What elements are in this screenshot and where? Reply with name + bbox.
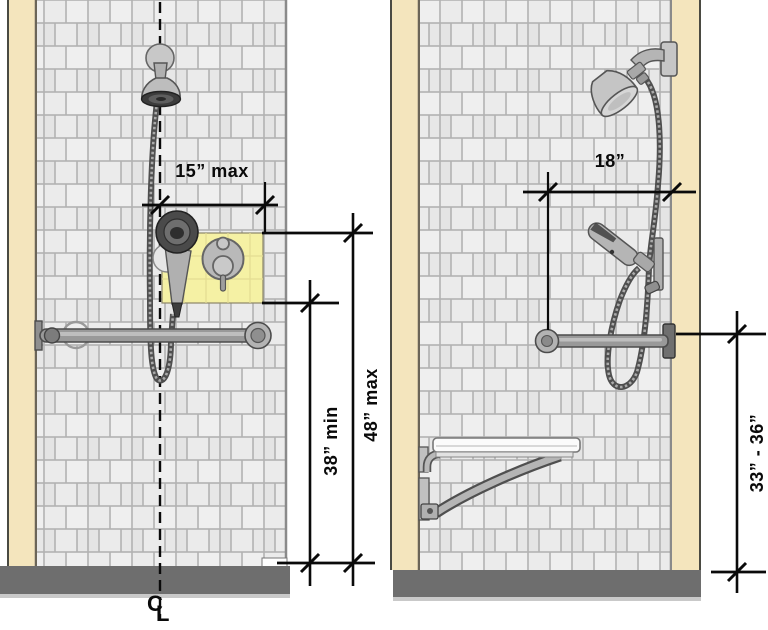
- folding-seat-icon: [418, 437, 581, 521]
- centerline-symbol-c: C: [147, 591, 163, 616]
- right-floor: [393, 570, 701, 597]
- dimension-label-33-36: 33” - 36”: [746, 413, 767, 493]
- right-left-wall-section: [391, 0, 419, 570]
- right-grab-bar-icon: [534, 323, 676, 359]
- right-elevation-view: [390, 0, 766, 601]
- hand-shower-icon: [152, 210, 199, 318]
- right-fixed-shower-head-icon: [590, 41, 678, 118]
- right-shower-hose-icon: [604, 76, 663, 390]
- dimension-label-18: 18”: [594, 150, 626, 171]
- left-elevation-view: [0, 0, 375, 620]
- dimension-label-15-max: 15” max: [175, 160, 249, 181]
- centerline-symbol-l: L: [156, 601, 170, 626]
- grab-bar-icon: [34, 320, 272, 351]
- left-floor: [0, 566, 290, 594]
- dimension-label-38-min: 38” min: [320, 406, 341, 476]
- right-hand-shower-icon: [587, 222, 664, 295]
- right-dimension-lines: [523, 172, 766, 593]
- left-wall-section: [8, 0, 36, 566]
- dimension-label-48-max: 48” max: [360, 368, 381, 442]
- right-right-wall-section: [672, 0, 700, 570]
- shower-hose-icon: [146, 101, 176, 384]
- control-valve-icon: [201, 236, 245, 292]
- left-dimension-lines: [142, 182, 375, 586]
- fixed-shower-head-icon: [140, 43, 182, 108]
